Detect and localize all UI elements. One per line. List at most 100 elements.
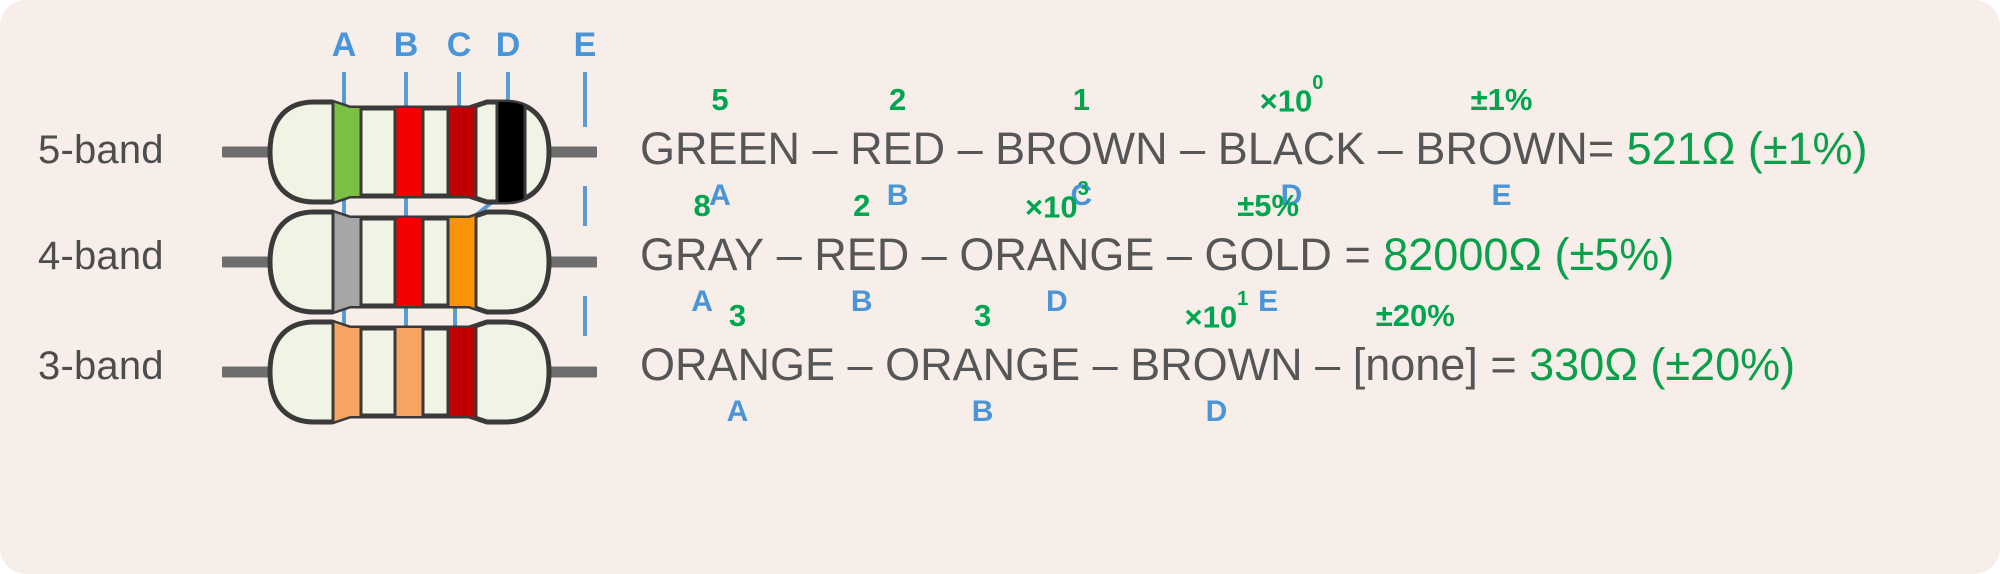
band-sublabel: E	[1258, 285, 1279, 318]
callout-letter-e: E	[573, 26, 597, 64]
equals-sign: =	[1344, 229, 1371, 280]
band-sublabel: A	[709, 179, 731, 212]
annotation-digit: 2	[888, 82, 907, 117]
color-name: GRAY	[640, 229, 765, 280]
annotation-digit: 5	[711, 82, 729, 117]
band-sublabel: D	[1045, 285, 1068, 318]
annotation-tolerance: ±1%	[1470, 82, 1533, 117]
token-5band-4: ±1% BROWN E	[1415, 84, 1588, 211]
token-4band-0: 8 GRAY A	[640, 190, 765, 317]
callout-letter-a: A	[331, 26, 357, 64]
separator-dash: –	[945, 123, 996, 174]
token-4band-2: ×103 ORANGE D	[959, 179, 1155, 317]
annotation-digit: 3	[728, 298, 747, 333]
token-3band-3: ±20% [none]	[1352, 300, 1478, 390]
color-name: BROWN	[995, 123, 1168, 174]
band-sublabel: C	[1070, 179, 1093, 212]
band-sublabel: B	[850, 285, 873, 318]
callout-leader-c	[457, 72, 461, 127]
equation-5-band: 5 GREEN A – 2 RED B – 1 BROWN C – ×100 B…	[640, 73, 1868, 211]
band-sublabel: B	[971, 395, 994, 428]
band-a-green	[331, 102, 363, 202]
connector-e-row1-row2	[583, 186, 587, 226]
band-sublabel: B	[886, 179, 909, 212]
band-sublabel: D	[1280, 179, 1303, 212]
callout-letter-c: C	[446, 26, 472, 64]
color-name: RED	[814, 229, 910, 280]
token-5band-0: 5 GREEN A	[640, 84, 801, 211]
color-name: GOLD	[1204, 229, 1332, 280]
annotation-digit: 3	[973, 298, 992, 333]
color-name: [none]	[1352, 339, 1478, 390]
band-d-black	[495, 102, 527, 202]
token-3band-2: ×101 BROWN D	[1130, 289, 1303, 427]
band-b-red	[393, 102, 425, 202]
color-name: ORANGE	[885, 339, 1081, 390]
token-5band-3: ×100 BLACK D	[1217, 73, 1366, 211]
color-name: RED	[850, 123, 946, 174]
separator-dash: –	[1154, 229, 1205, 280]
equals-sign: =	[1490, 339, 1517, 390]
band-a-gray	[331, 212, 363, 312]
separator-dash: –	[800, 123, 851, 174]
annotation-digit: 2	[853, 188, 871, 223]
resistance-result: 82000Ω (±5%)	[1383, 229, 1675, 280]
annotation-tolerance: ±20%	[1375, 298, 1455, 333]
band-d-orange	[446, 212, 478, 312]
equals-sign: =	[1587, 123, 1615, 174]
band-b-orange	[393, 322, 425, 422]
band-c-brown	[446, 102, 478, 202]
token-3band-0: 3 ORANGE A	[640, 300, 836, 427]
separator-dash: –	[1302, 339, 1353, 390]
callout-leader-a	[342, 72, 346, 118]
color-name: BROWN	[1415, 123, 1588, 174]
color-name: BLACK	[1217, 123, 1366, 174]
color-name: ORANGE	[959, 229, 1155, 280]
separator-dash: –	[1365, 123, 1416, 174]
token-5band-1: 2 RED B	[850, 84, 946, 211]
row-label-3-band: 3-band	[38, 344, 164, 388]
equation-3-band: 3 ORANGE A – 3 ORANGE B – ×101 BROWN D –…	[640, 289, 1796, 427]
separator-dash: –	[1080, 339, 1131, 390]
callout-letter-d: D	[495, 26, 521, 64]
resistor-5-band	[222, 96, 597, 208]
connector-e-row2-row3	[583, 296, 587, 336]
band-sublabel: A	[726, 395, 749, 428]
annotation-multiplier: ×101	[1184, 288, 1249, 335]
band-sublabel: A	[691, 285, 713, 318]
token-4band-1: 2 RED B	[814, 190, 910, 317]
connector-d-row2-row3	[453, 296, 457, 336]
color-name: GREEN	[640, 123, 801, 174]
row-label-4-band: 4-band	[38, 234, 164, 278]
annotation-multiplier: ×103	[1024, 178, 1089, 225]
token-4band-3: ±5% GOLD E	[1204, 190, 1332, 317]
resistance-result: 330Ω (±20%)	[1529, 339, 1796, 390]
band-d-brown	[446, 322, 478, 422]
connector-b-row1-row2	[404, 186, 408, 226]
band-b-red	[393, 212, 425, 312]
band-a-orange	[331, 322, 363, 422]
resistance-result: 521Ω (±1%)	[1626, 123, 1868, 174]
callout-letter-b: B	[393, 26, 419, 64]
resistor-3-band	[222, 316, 597, 428]
resistor-4-band	[222, 206, 597, 318]
separator-dash: –	[835, 339, 886, 390]
color-name: ORANGE	[640, 339, 836, 390]
callout-leader-b	[404, 72, 408, 127]
row-label-5-band: 5-band	[38, 128, 164, 172]
annotation-multiplier: ×100	[1259, 72, 1324, 119]
band-sublabel: E	[1491, 179, 1512, 212]
annotation-digit: 8	[693, 188, 711, 223]
color-name: BROWN	[1130, 339, 1303, 390]
token-5band-2: 1 BROWN C	[995, 84, 1168, 211]
callout-leader-e	[583, 72, 587, 127]
separator-dash: –	[1167, 123, 1218, 174]
band-sublabel: D	[1205, 395, 1228, 428]
token-3band-1: 3 ORANGE B	[885, 300, 1081, 427]
callout-leader-d	[506, 72, 510, 127]
annotation-digit: 1	[1072, 82, 1091, 117]
separator-dash: –	[764, 229, 815, 280]
annotation-tolerance: ±5%	[1237, 188, 1300, 223]
separator-dash: –	[909, 229, 960, 280]
